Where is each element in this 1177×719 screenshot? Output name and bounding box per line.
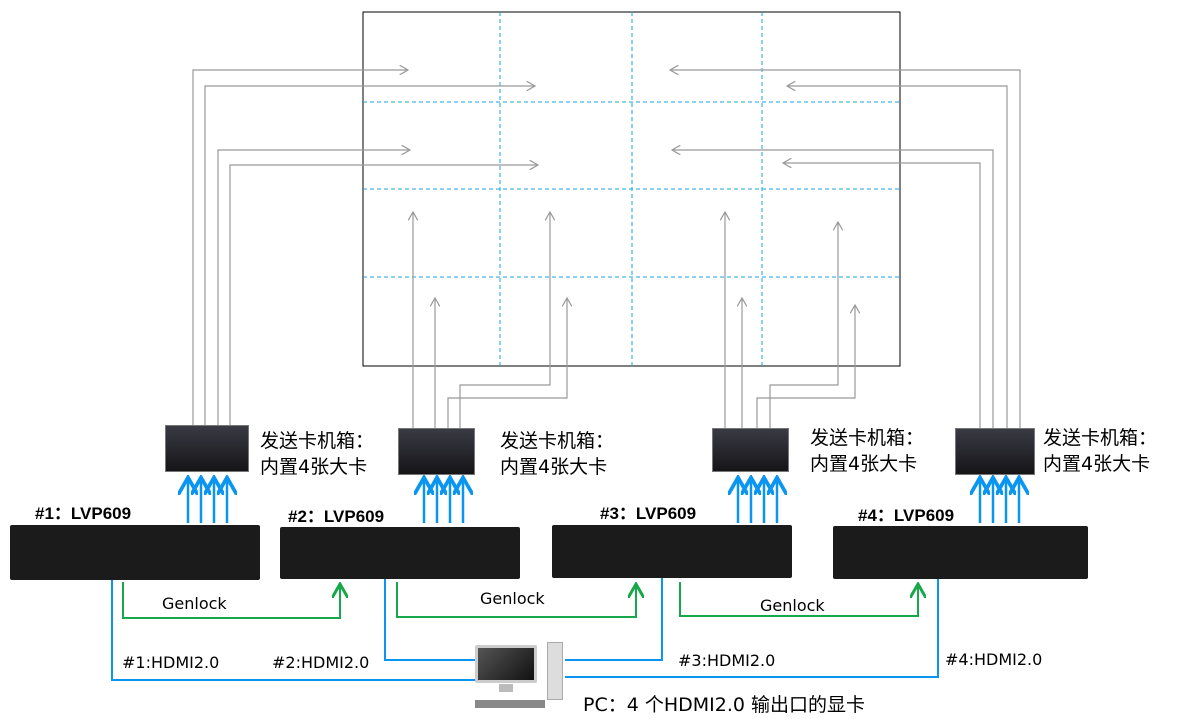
hdmi-label-2: #2:HDMI2.0 xyxy=(272,653,370,672)
sending-card-chassis-4 xyxy=(955,428,1035,475)
lvp609-device-3 xyxy=(552,525,792,578)
genlock-label-3: Genlock xyxy=(760,596,825,615)
hdmi-label-4: #4:HDMI2.0 xyxy=(945,650,1043,669)
hdmi-label-3: #3:HDMI2.0 xyxy=(678,651,776,670)
processor-label-2: #2：LVP609 xyxy=(288,507,385,526)
genlock-lines xyxy=(122,582,918,619)
hdmi-label-1: #1:HDMI2.0 xyxy=(122,653,220,672)
signal-arrows xyxy=(192,70,1021,430)
processor-label-3: #3：LVP609 xyxy=(600,504,697,523)
sending-card-chassis-1 xyxy=(165,425,249,472)
hdmi-out-arrows xyxy=(188,480,1019,523)
genlock-label-2: Genlock xyxy=(480,589,545,608)
genlock-label-1: Genlock xyxy=(162,594,227,613)
sending-card-chassis-2 xyxy=(398,428,475,475)
lvp609-device-2 xyxy=(280,527,520,579)
lvp609-device-1 xyxy=(10,525,260,580)
processor-label-1: #1：LVP609 xyxy=(35,504,132,523)
sending-card-chassis-3 xyxy=(712,428,789,472)
chassis-label-1: 发送卡机箱：内置4张大卡 xyxy=(260,430,375,478)
chassis-label-4: 发送卡机箱：内置4张大卡 xyxy=(1043,427,1158,475)
led-screen xyxy=(362,11,901,367)
chassis-label-2: 发送卡机箱：内置4张大卡 xyxy=(500,430,615,478)
hdmi-in-lines xyxy=(112,548,938,681)
processor-label-4: #4：LVP609 xyxy=(858,506,955,525)
pc-icon xyxy=(475,640,565,712)
lvp609-device-4 xyxy=(833,526,1088,579)
chassis-label-3: 发送卡机箱：内置4张大卡 xyxy=(810,427,925,475)
pc-label: PC：4 个HDMI2.0 输出口的显卡 xyxy=(583,694,866,716)
